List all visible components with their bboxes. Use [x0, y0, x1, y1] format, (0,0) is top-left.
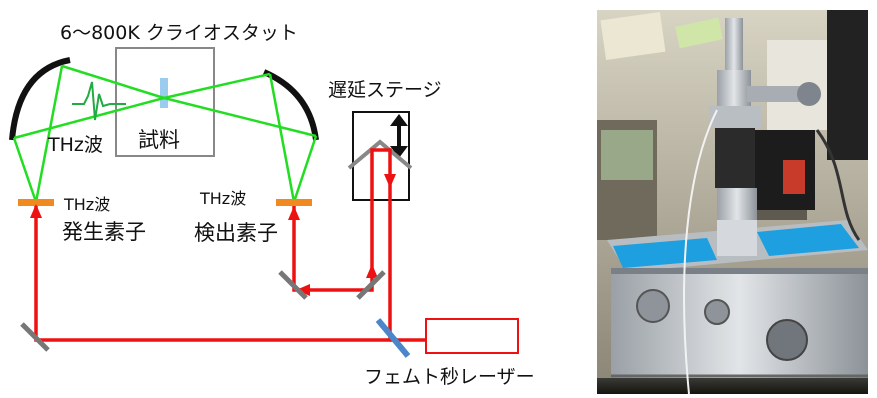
sample-plate: [160, 78, 168, 108]
fs-laser-box: [425, 318, 519, 354]
thz-wave-label: THz波: [48, 134, 103, 156]
delay-stage-box: [352, 111, 410, 201]
mirror-delay-left: [278, 270, 308, 300]
delay-stage-label: 遅延ステージ: [328, 79, 442, 101]
retro-reflector: [347, 139, 413, 170]
laser-beam: [34, 148, 426, 342]
mirror-bottom-left: [20, 322, 50, 352]
double-arrow-icon: [390, 114, 408, 158]
sample-label: 試料: [138, 128, 180, 152]
detector-element: [276, 199, 312, 206]
detector-label-line1: THz波: [200, 189, 247, 208]
right-parabolic-mirror: [262, 69, 319, 141]
lab-photo: [597, 10, 868, 394]
left-parabolic-mirror: [9, 57, 71, 141]
beam-splitter: [375, 318, 411, 358]
emitter-label-line1: THz波: [64, 195, 111, 214]
thz-pulse-waveform: [72, 81, 126, 121]
lab-photo-drawing: [597, 10, 868, 394]
emitter-element: [18, 199, 54, 206]
detector-label-line2: 検出素子: [194, 221, 278, 245]
cryostat-box: [115, 47, 215, 157]
laser-arrowheads: [30, 174, 396, 296]
thz-beam: [12, 64, 318, 203]
cryostat-label: 6〜800K クライオスタット: [60, 22, 298, 44]
fs-laser-label: フェムト秒レーザー: [364, 366, 535, 388]
mirror-delay-right: [356, 270, 386, 300]
emitter-label-line2: 発生素子: [62, 220, 146, 244]
